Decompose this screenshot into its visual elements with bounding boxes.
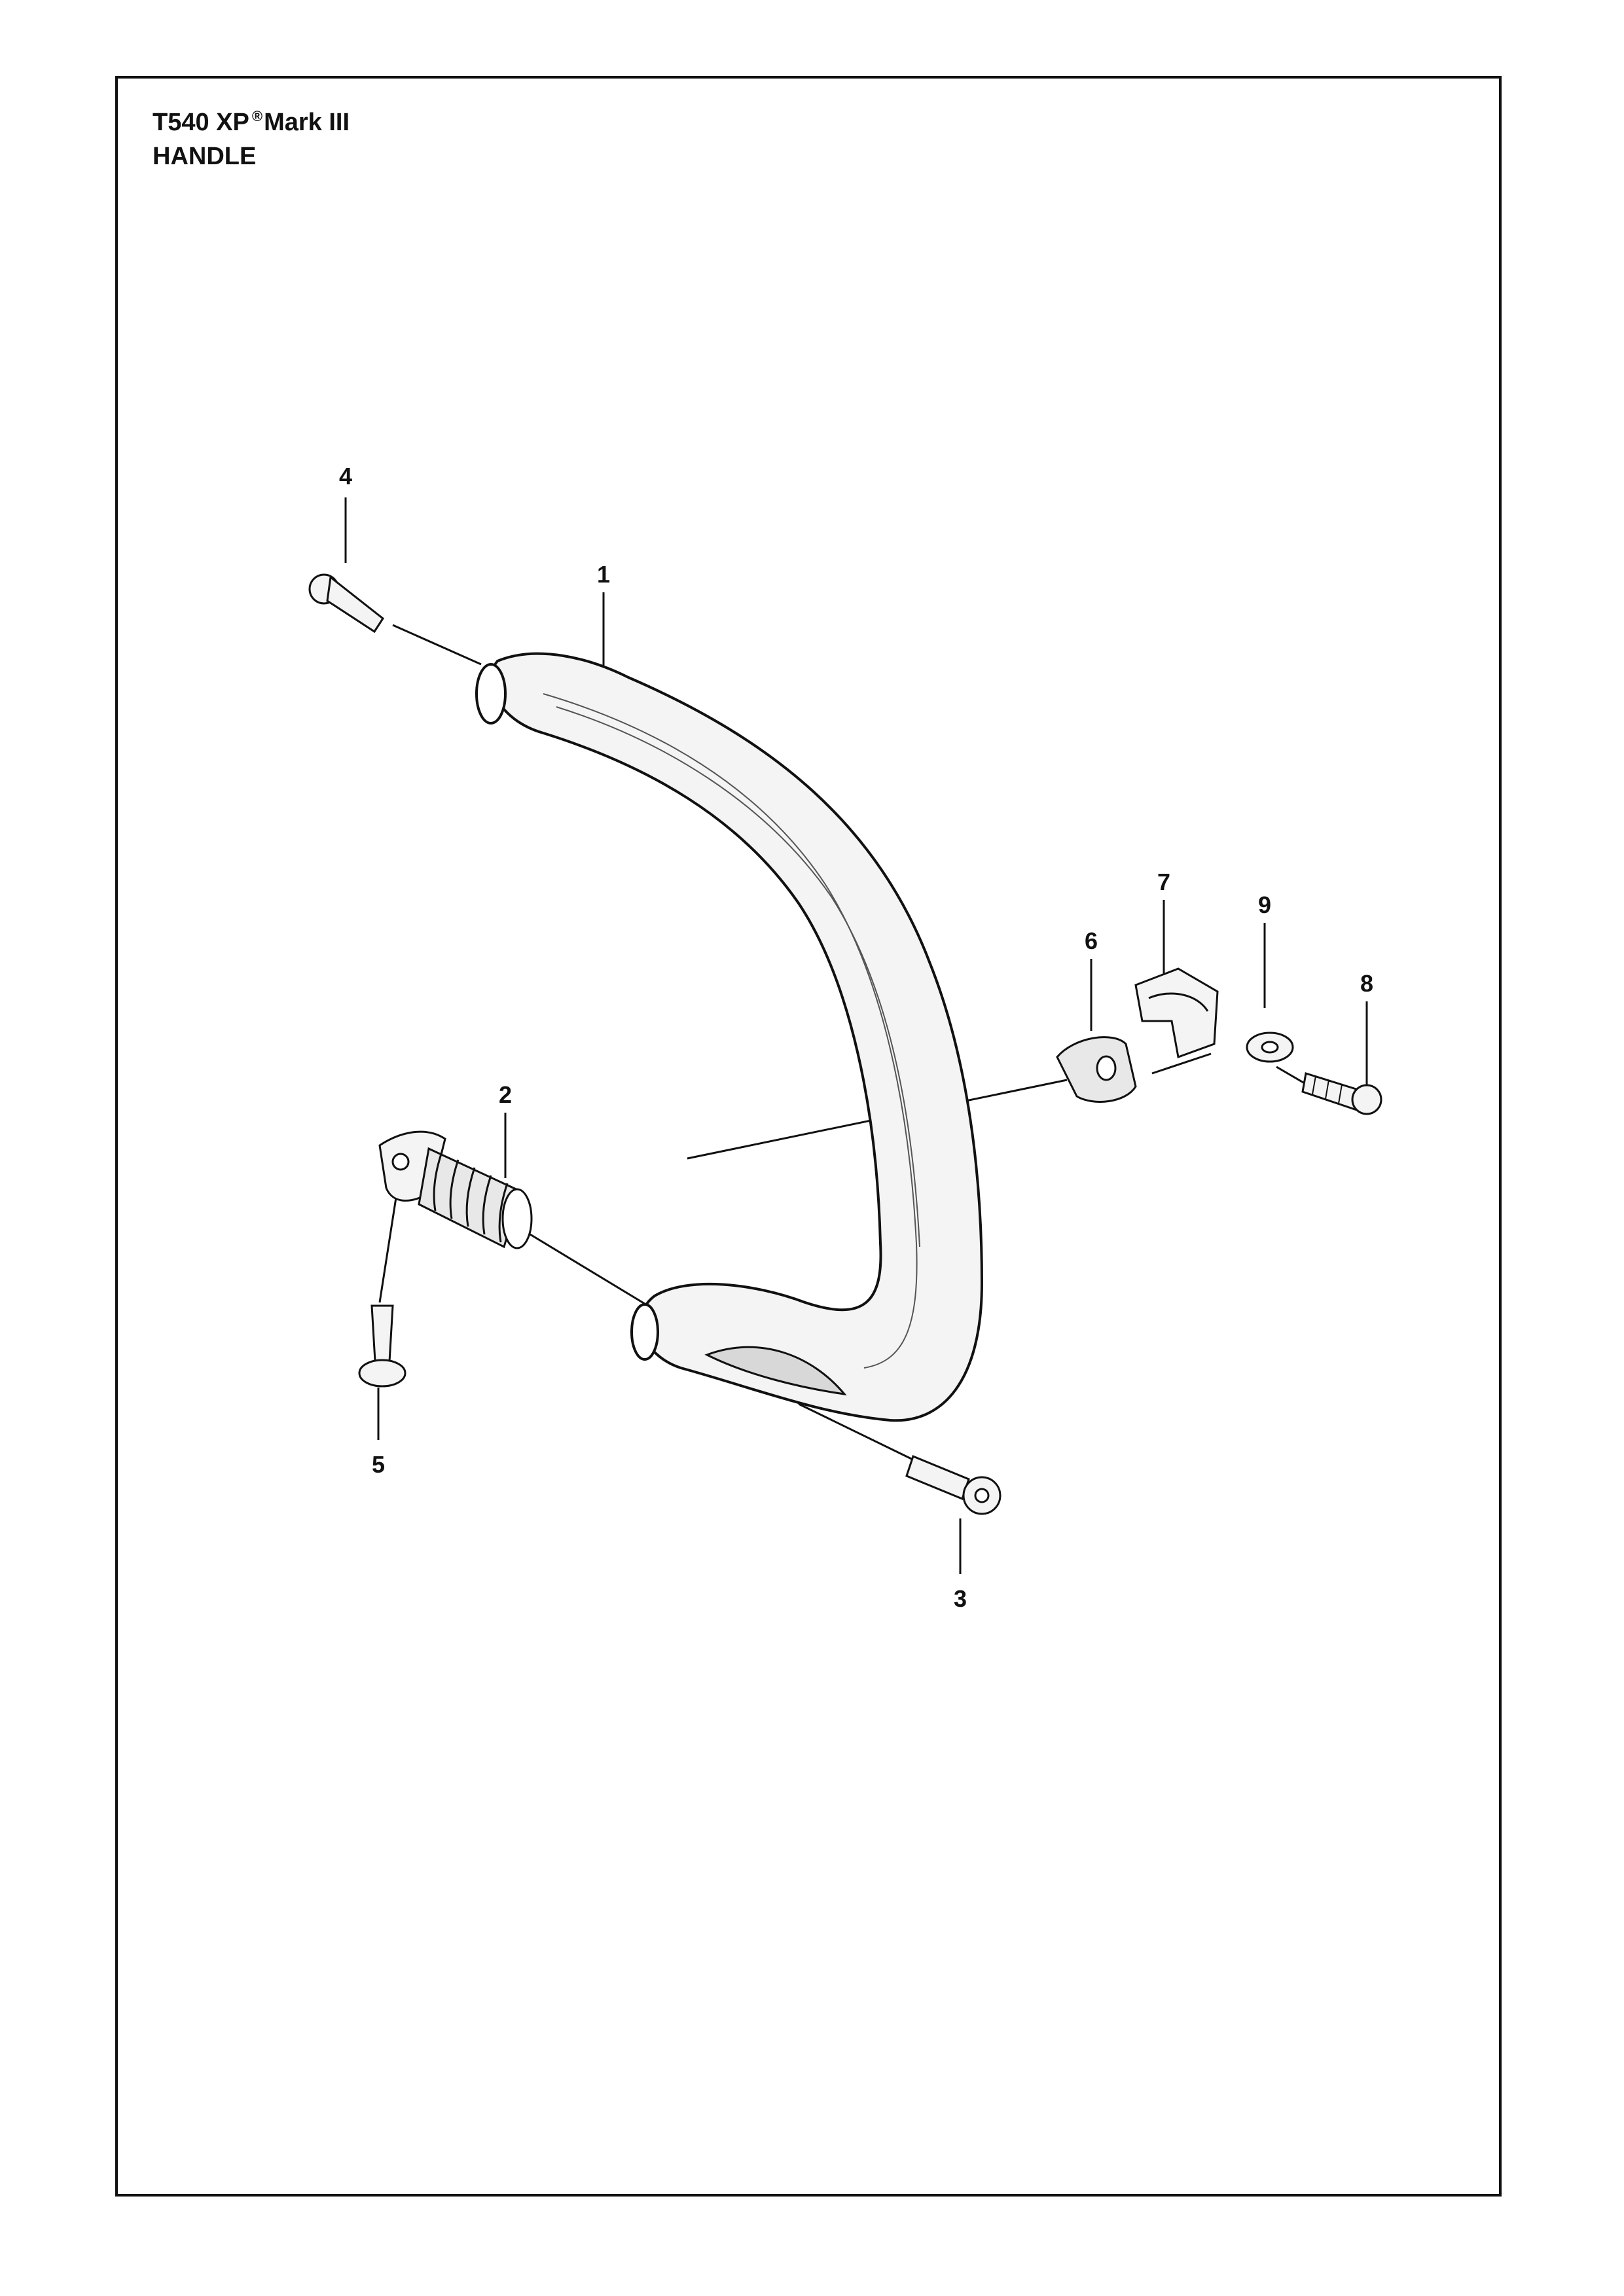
callout-6: 6 [1085, 927, 1098, 954]
assembly-line-3 [798, 1403, 927, 1467]
handle-bottom-end-cap [630, 1303, 659, 1361]
screw-4-shank [326, 575, 385, 634]
part-1-handle-bar [475, 652, 984, 1422]
spring-bracket-hole [391, 1153, 410, 1171]
assembly-line-7 [1151, 1052, 1212, 1075]
callout-3: 3 [954, 1585, 967, 1612]
callout-5: 5 [372, 1451, 385, 1478]
part-4-screw [308, 573, 385, 634]
spring-coil-turns [433, 1151, 509, 1243]
screw-3-shank [905, 1455, 970, 1500]
handle-top-end-cap [475, 663, 507, 725]
part-8-screw [1301, 1072, 1382, 1115]
registered-mark: ® [251, 108, 263, 124]
part-5-screw [358, 1304, 406, 1388]
clip-7-fold [1148, 992, 1209, 1012]
spring-end-face [501, 1188, 533, 1249]
callout-labels: 4 1 2 6 7 9 8 5 3 [339, 463, 1373, 1612]
assembly-line-5 [378, 1197, 397, 1303]
callout-7: 7 [1157, 869, 1170, 895]
callout-4: 4 [339, 463, 352, 490]
handle-grip-wedge [704, 1346, 847, 1396]
section-title: HANDLE [153, 143, 257, 170]
model-variant: Mark III [264, 109, 350, 136]
part-6-block [1056, 1036, 1137, 1103]
part-9-washer [1246, 1031, 1294, 1063]
handle-bar-groove-outer [543, 693, 918, 1369]
model-title: T540 XP®Mark III [153, 99, 350, 139]
washer-9-hole [1261, 1041, 1279, 1054]
assembly-line-2 [523, 1229, 649, 1307]
clip-7-body [1134, 967, 1219, 1059]
callout-1: 1 [597, 561, 610, 588]
part-2-anti-vibration-spring [378, 1130, 533, 1249]
screw-3-socket [974, 1488, 990, 1503]
part-3-screw [905, 1455, 1001, 1515]
handle-bar-groove-inner [556, 706, 920, 1247]
title-block: T540 XP®Mark III HANDLE [153, 99, 350, 173]
handle-bar-body [490, 652, 984, 1422]
model-name: T540 XP [153, 109, 249, 136]
assembly-line-4 [392, 624, 482, 666]
callout-9: 9 [1258, 891, 1271, 918]
callout-8: 8 [1360, 970, 1373, 997]
screw-8-thread-lines [1312, 1075, 1343, 1104]
screw-8-head [1351, 1084, 1382, 1115]
screw-8-thread [1301, 1072, 1360, 1111]
drawing-frame [115, 76, 1502, 2197]
part-7-clip [1134, 967, 1219, 1059]
block-6-hole [1096, 1055, 1117, 1081]
callout-2: 2 [499, 1081, 512, 1108]
screw-5-head [358, 1359, 406, 1388]
screw-5-shank [370, 1304, 394, 1363]
leader-lines [344, 497, 1368, 1574]
